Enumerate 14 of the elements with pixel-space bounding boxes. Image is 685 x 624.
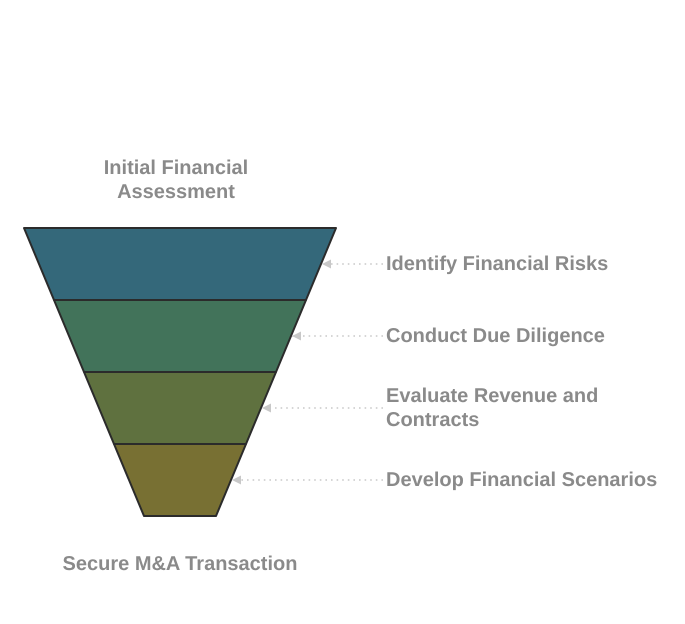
step-label: Conduct Due Diligence	[386, 324, 605, 348]
funnel-band	[113, 443, 247, 517]
dotted-arrow	[292, 332, 383, 340]
funnel-band	[83, 371, 277, 445]
stage-label: Initial Financial Assessment	[102, 156, 250, 204]
funnel-band	[53, 299, 307, 373]
dotted-arrow	[232, 476, 383, 484]
step-label: Develop Financial Scenarios	[386, 468, 658, 492]
step-label: Identify Financial Risks	[386, 252, 608, 276]
dotted-arrow	[262, 404, 383, 412]
step-label: Evaluate Revenue and Contracts	[386, 384, 626, 432]
funnel-band	[23, 227, 337, 301]
stage-label: Secure M&A Transaction	[62, 552, 298, 576]
dotted-arrow	[322, 260, 383, 268]
